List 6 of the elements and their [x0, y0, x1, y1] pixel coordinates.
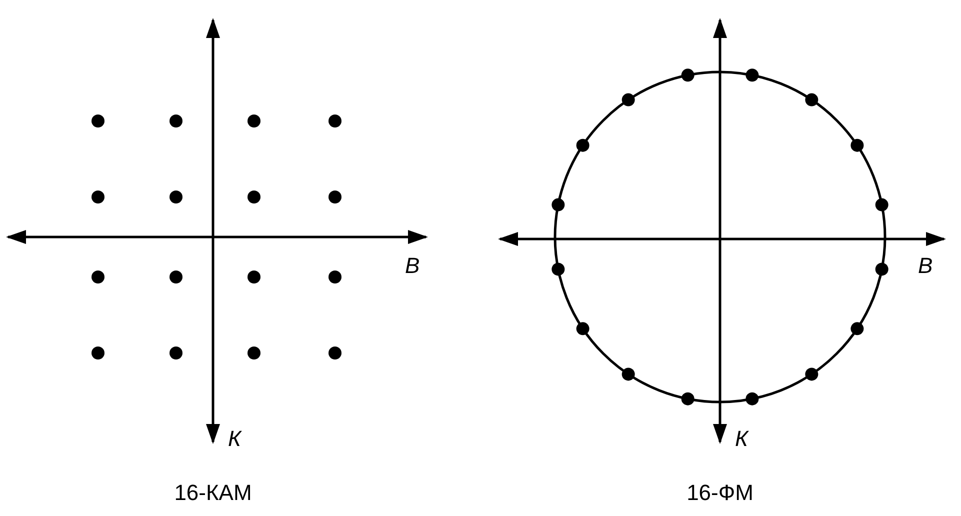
- diagram-caption: 16-ФМ: [686, 482, 754, 504]
- axis-label: В: [405, 255, 420, 277]
- axis-label: В: [918, 255, 933, 277]
- axis-label: К: [735, 428, 748, 450]
- axis-label: К: [228, 428, 241, 450]
- diagram-caption: 16-КАМ: [174, 482, 252, 504]
